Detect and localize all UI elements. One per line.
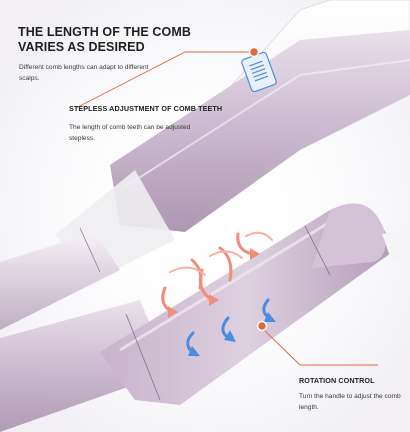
callout-scale — [75, 46, 260, 109]
desc-comb-length: Different comb lengths can adapt to diff… — [19, 64, 149, 82]
lower-device — [100, 203, 410, 405]
callout-dot-icon — [256, 320, 268, 332]
upper-device — [55, 0, 410, 280]
heading-comb-length: THE LENGTH OF THE COMB VARIES AS DESIRED — [18, 25, 192, 54]
desc-rotation-control: Turn the handle to adjust the comb lengt… — [299, 393, 401, 411]
lower-rod — [0, 227, 170, 432]
label-rotation-control: ROTATION CONTROL — [299, 376, 375, 385]
callout-dot-icon — [248, 46, 260, 58]
rotation-arrow-icon — [161, 231, 276, 357]
callout-rotation — [256, 320, 378, 366]
label-stepless-adjustment: STEPLESS ADJUSTMENT OF COMB TEETH — [69, 104, 223, 113]
desc-stepless-adjustment: The length of comb teeth can be adjusted… — [69, 124, 191, 142]
